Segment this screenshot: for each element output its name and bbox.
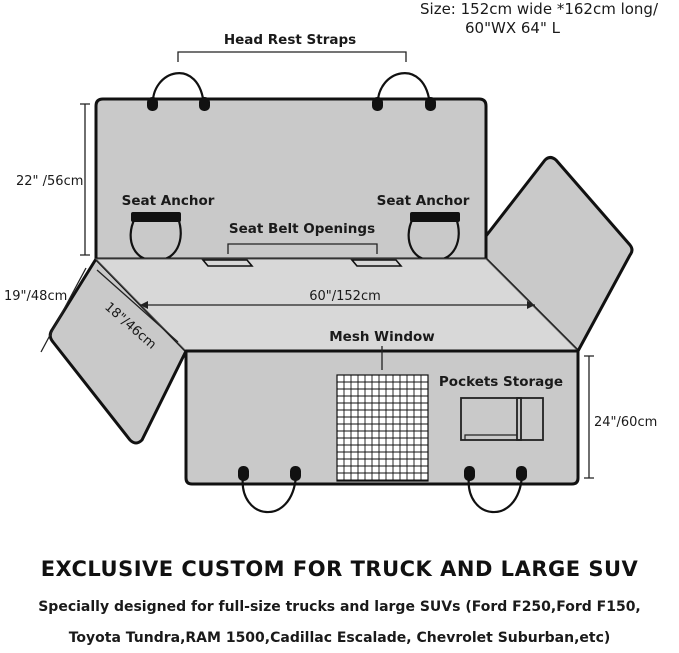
seat-belt-slot-left bbox=[201, 259, 254, 267]
pockets-storage-label: Pockets Storage bbox=[439, 374, 563, 390]
head-rest-strap-left bbox=[147, 72, 210, 111]
mesh-window bbox=[336, 374, 429, 482]
bottom-strap-right bbox=[464, 466, 527, 514]
description-line-1: Specially designed for full-size trucks … bbox=[38, 599, 641, 615]
description-line-2: Toyota Tundra,RAM 1500,Cadillac Escalade… bbox=[68, 630, 611, 646]
bottom-strap-left bbox=[238, 466, 301, 514]
front-height-arrow bbox=[584, 355, 594, 479]
width-label: 60"/152cm bbox=[309, 289, 381, 304]
seat-anchor-right-label: Seat Anchor bbox=[377, 193, 470, 209]
head-rest-straps-bracket bbox=[177, 51, 407, 62]
head-rest-strap-right bbox=[372, 72, 436, 111]
seat-belt-openings-bracket bbox=[227, 243, 378, 254]
back-height-arrow bbox=[80, 103, 90, 256]
front-height-label: 24"/60cm bbox=[594, 415, 657, 430]
seat-cover-diagram: Size: 152cm wide *162cm long/ 60"WX 64" … bbox=[4, 0, 659, 514]
seat-belt-openings-label: Seat Belt Openings bbox=[229, 221, 375, 237]
side-flap-label: 19"/48cm bbox=[4, 289, 67, 304]
pockets-storage bbox=[460, 397, 544, 441]
side-flap-arrow bbox=[40, 267, 87, 353]
size-line-2: 60"WX 64" L bbox=[465, 19, 561, 37]
mesh-window-label: Mesh Window bbox=[329, 329, 434, 345]
back-height-label: 22" /56cm bbox=[16, 174, 83, 189]
seat-depth-arrow bbox=[96, 269, 179, 343]
back-panel bbox=[94, 97, 488, 261]
right-side-flap bbox=[484, 156, 634, 353]
size-line-1: Size: 152cm wide *162cm long/ bbox=[420, 0, 659, 18]
head-rest-straps-label: Head Rest Straps bbox=[224, 32, 356, 48]
seat-belt-slot-right bbox=[350, 259, 403, 267]
headline: EXCLUSIVE CUSTOM FOR TRUCK AND LARGE SUV bbox=[40, 557, 639, 581]
seat-anchor-left-label: Seat Anchor bbox=[122, 193, 215, 209]
